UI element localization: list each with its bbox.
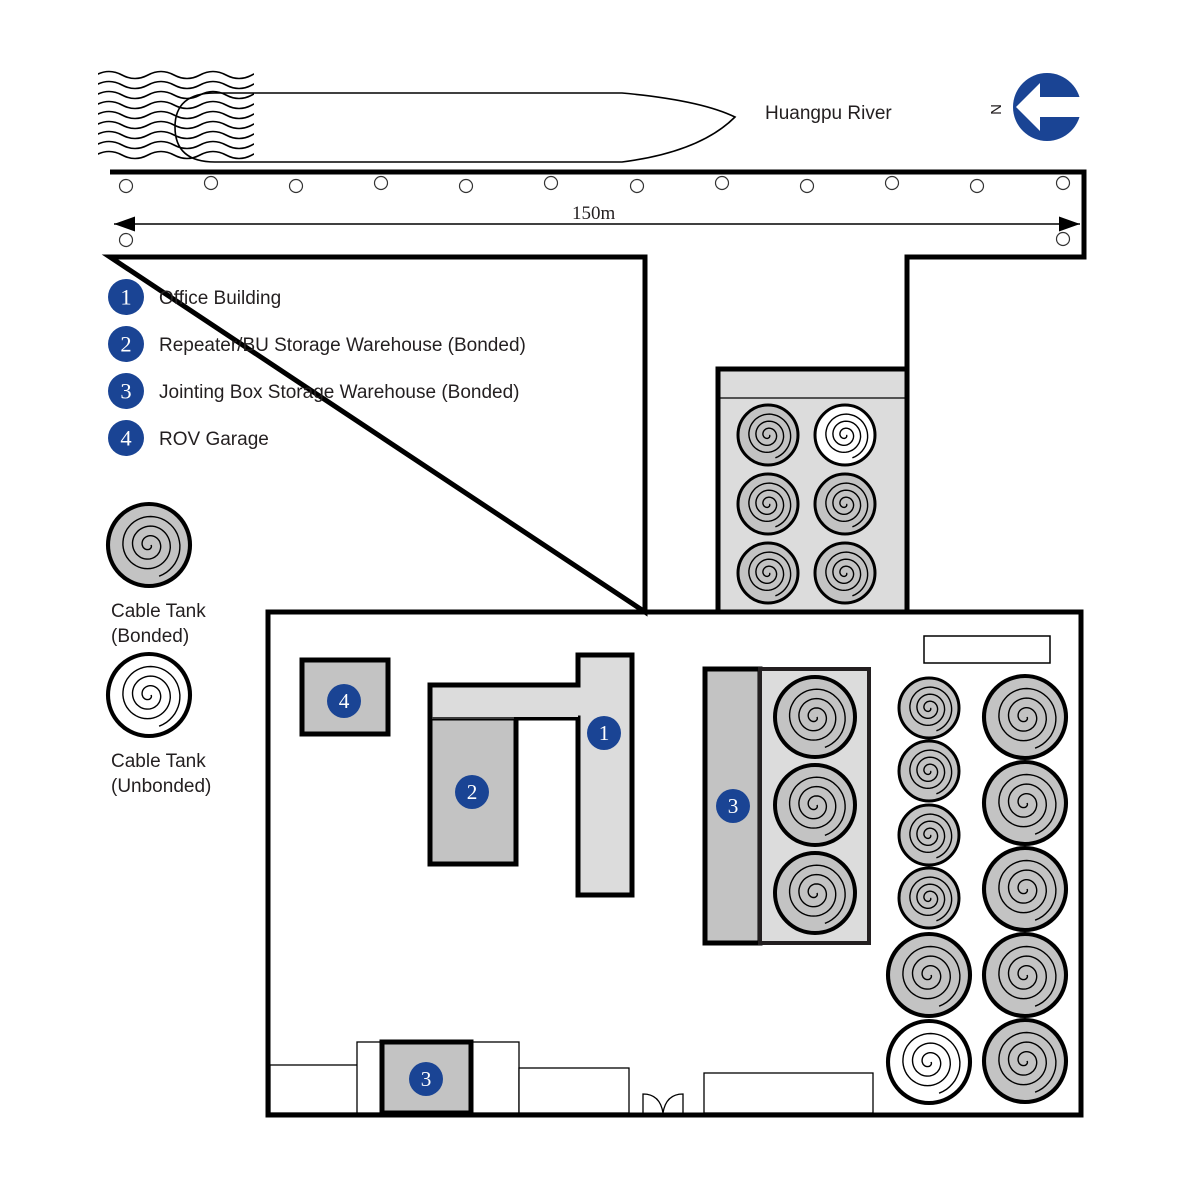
cable-tank-bonded-icon[interactable] (736, 541, 800, 605)
cable-tank-bonded-icon[interactable] (897, 676, 961, 740)
legend-item-label: Repeater/BU Storage Warehouse (Bonded) (159, 335, 526, 356)
cable-tank-unbonded-icon[interactable] (885, 1018, 973, 1106)
building-badge-1: 1 (587, 716, 621, 750)
cable-tank-bonded-icon[interactable] (105, 501, 193, 589)
bollard-icon (118, 232, 134, 248)
cable-tank-bonded-icon[interactable] (813, 541, 877, 605)
compass-letter: N (987, 104, 1004, 115)
bollard-icon (543, 175, 559, 191)
svg-text:4: 4 (339, 689, 350, 713)
bollard-icon (969, 178, 985, 194)
scale-label: 150m (572, 203, 616, 224)
building-badge-2: 2 (455, 775, 489, 809)
legend-item-label: Office Building (159, 288, 281, 309)
svg-text:4: 4 (120, 426, 131, 451)
building-badge-3: 3 (409, 1062, 443, 1096)
cable-tank-bonded-icon[interactable] (981, 673, 1069, 761)
cable-tank-bonded-icon[interactable] (897, 866, 961, 930)
svg-text:1: 1 (120, 285, 131, 310)
cable-tank-unbonded-icon[interactable] (813, 403, 877, 467)
bollard-icon (1055, 175, 1071, 191)
svg-text:3: 3 (120, 379, 131, 404)
legend-badge-2: 2 (108, 326, 144, 362)
svg-text:2: 2 (467, 780, 478, 804)
bollard-icon (1055, 231, 1071, 247)
bottom-structures (269, 1041, 874, 1114)
legend-badge-4: 4 (108, 420, 144, 456)
site-boundary (101, 169, 1087, 1118)
cable-tank-bonded-icon[interactable] (897, 803, 961, 867)
cable-tank-bonded-icon[interactable] (773, 851, 857, 935)
bollard-icon (118, 178, 134, 194)
cable-tank-bonded-icon[interactable] (981, 931, 1069, 1019)
river-label: Huangpu River (765, 103, 892, 124)
svg-text:1: 1 (599, 721, 610, 745)
small-structure (923, 635, 1051, 664)
cable-tank-bonded-icon[interactable] (981, 1017, 1069, 1105)
cable-tank-unbonded-icon[interactable] (105, 651, 193, 739)
bollard-icon (373, 175, 389, 191)
cable-tank-bonded-icon[interactable] (885, 931, 973, 1019)
cable-tank-bonded-icon[interactable] (736, 403, 800, 467)
legend-badge-3: 3 (108, 373, 144, 409)
building-badge-3: 3 (716, 789, 750, 823)
legend: 1 Office Building 2 Repeater/BU Storage War… (105, 279, 526, 797)
bollard-icon (884, 175, 900, 191)
legend-badge-1: 1 (108, 279, 144, 315)
svg-text:3: 3 (421, 1067, 432, 1091)
legend-tank-label: (Unbonded) (111, 776, 211, 797)
svg-text:3: 3 (728, 794, 739, 818)
cable-tank-bonded-icon[interactable] (736, 472, 800, 536)
legend-tank-label: Cable Tank (111, 601, 206, 622)
bollard-icon (458, 178, 474, 194)
cable-tank-bonded-icon[interactable] (897, 739, 961, 803)
svg-text:2: 2 (120, 332, 131, 357)
cable-tank-bonded-icon[interactable] (773, 763, 857, 847)
ship-icon (98, 70, 737, 163)
bollard-row (118, 175, 1071, 248)
cable-tank-bonded-icon[interactable] (981, 845, 1069, 933)
legend-item-label: ROV Garage (159, 429, 269, 450)
legend-tank-label: (Bonded) (111, 626, 189, 647)
bollard-icon (629, 178, 645, 194)
north-arrow-icon: N (987, 73, 1081, 141)
building-jointing-warehouse-south[interactable] (379, 1039, 474, 1116)
cable-tank-bonded-icon[interactable] (981, 759, 1069, 847)
cable-tank-bonded-icon[interactable] (773, 675, 857, 759)
legend-item-label: Jointing Box Storage Warehouse (Bonded) (159, 382, 520, 403)
cable-tank-bonded-icon[interactable] (813, 472, 877, 536)
bollard-icon (288, 178, 304, 194)
building-badge-4: 4 (327, 684, 361, 718)
bollard-icon (714, 175, 730, 191)
bollard-icon (799, 178, 815, 194)
gate-icon[interactable] (642, 1093, 684, 1114)
bollard-icon (203, 175, 219, 191)
legend-tank-label: Cable Tank (111, 751, 206, 772)
